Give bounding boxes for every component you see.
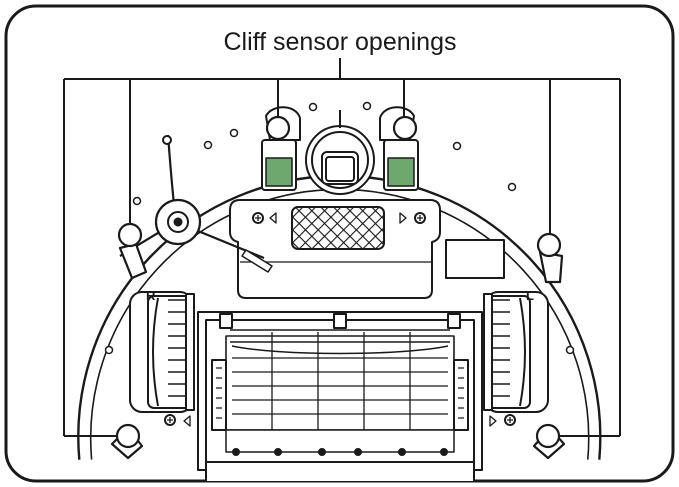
cliff-sensor-rear-left: [110, 423, 144, 460]
left-drive-wheel: [483, 291, 549, 427]
cliff-sensor-openings: [110, 115, 566, 460]
front-caster-wheel: [305, 110, 375, 195]
right-wheel-label: R: [146, 288, 156, 303]
diagram-title: Cliff sensor openings: [223, 28, 456, 56]
battery-cover: [229, 199, 441, 299]
cliff-sensor-front-right: [536, 232, 564, 284]
right-drive-wheel: [129, 291, 195, 427]
main-brush-compartment: [197, 311, 483, 481]
front-sensor-windows: [261, 139, 419, 191]
rating-label: [445, 239, 505, 279]
side-brush: [119, 134, 273, 273]
left-wheel-label: L: [526, 288, 534, 303]
perimeter-screws: [104, 101, 575, 355]
cliff-sensor-front-center-left: [265, 115, 291, 141]
cliff-sensor-front-left: [117, 222, 148, 280]
cliff-sensor-rear-right: [532, 423, 566, 460]
cliff-sensor-front-center-right: [392, 115, 418, 141]
callout-leader-lines: [63, 58, 621, 437]
